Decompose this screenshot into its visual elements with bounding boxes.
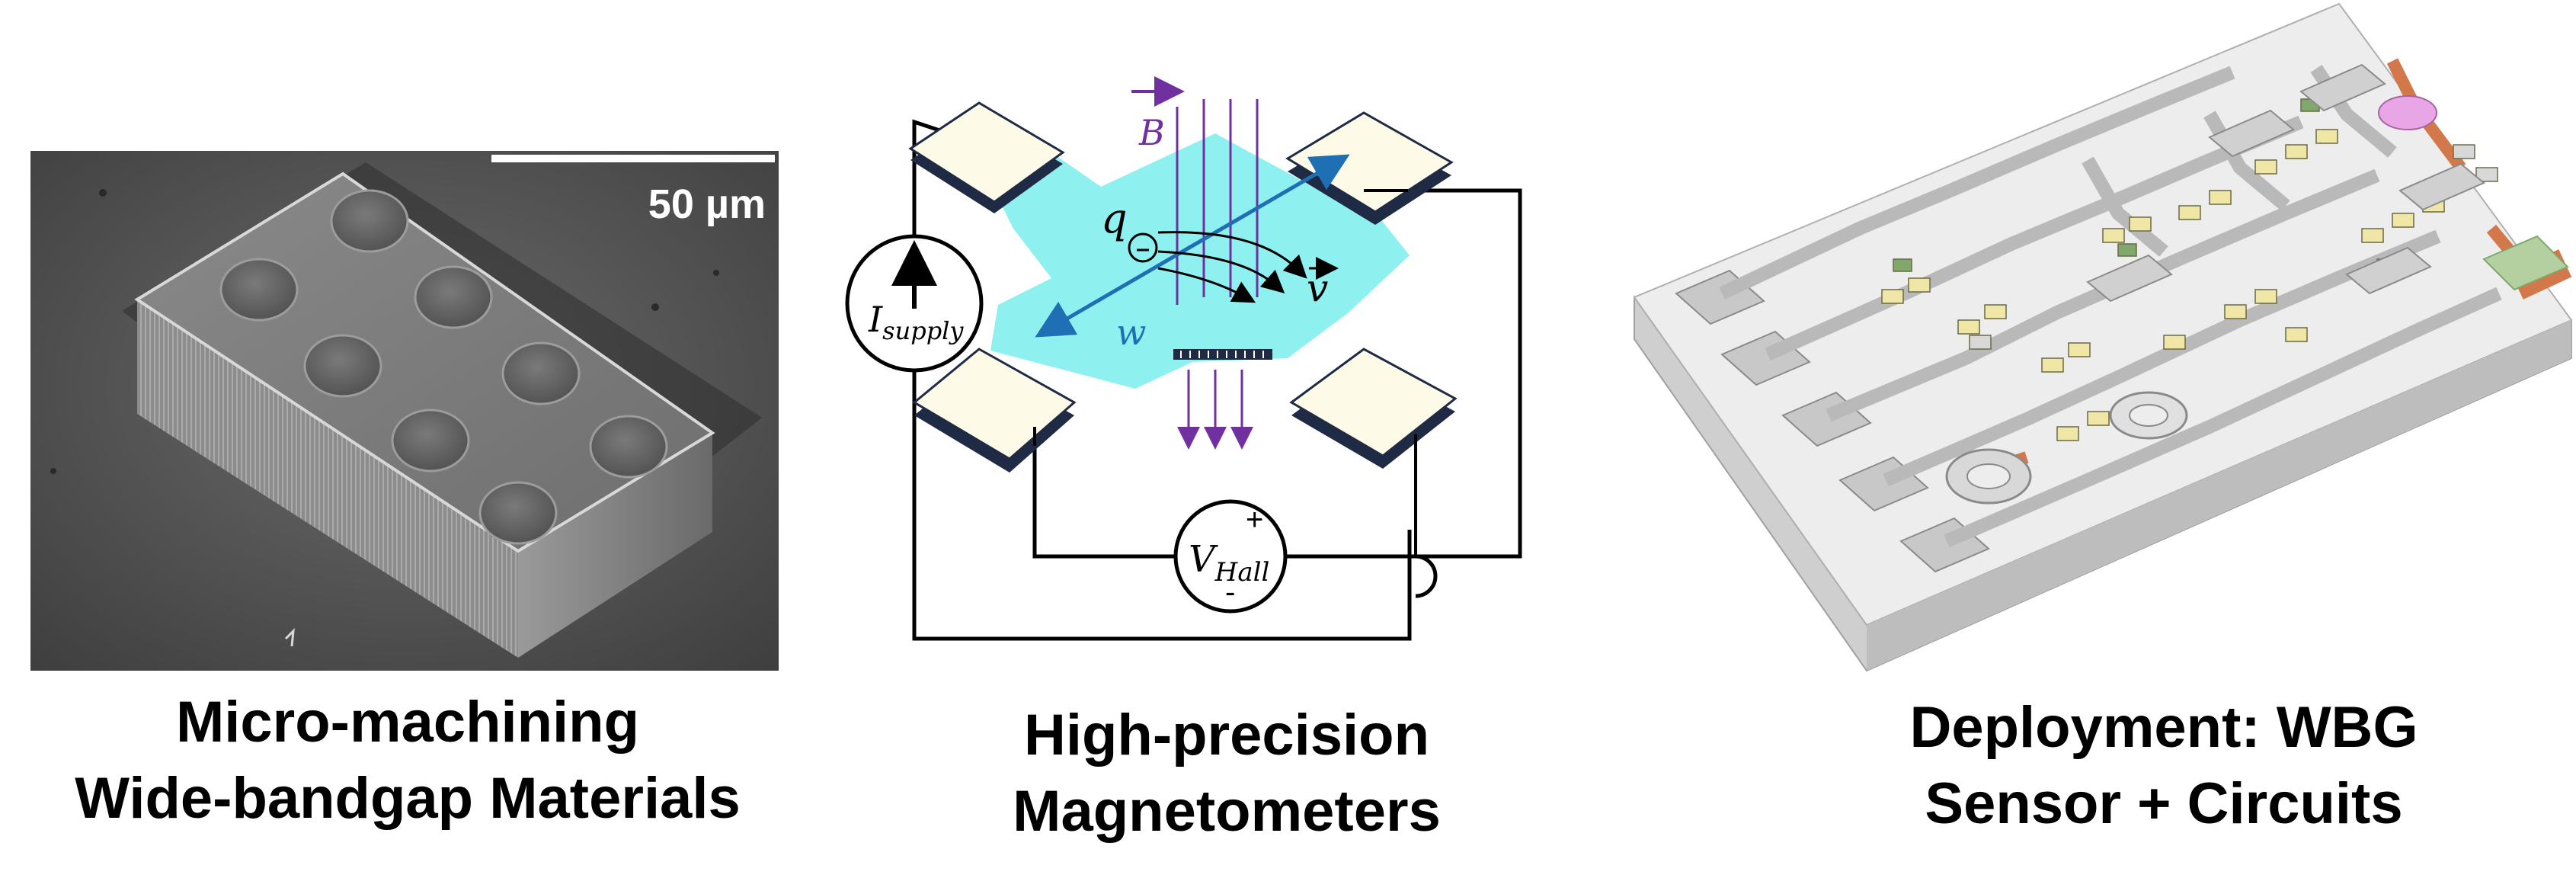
label-hall-voltage-sub: Hall [1214, 557, 1270, 588]
hall-voltmeter: + VHall - [1173, 499, 1288, 614]
caption-micromachining: Micro-machining Wide-bandgap Materials [0, 684, 815, 837]
raised-structures [2086, 63, 2485, 303]
caption-line-2: Magnetometers [1013, 779, 1441, 844]
label-velocity: v [1307, 266, 1328, 310]
scale-bar [491, 155, 775, 162]
caption-deployment: Deployment: WBG Sensor + Circuits [1752, 690, 2575, 842]
caption-line-2: Wide-bandgap Materials [75, 766, 741, 831]
scale-bar-label: 50 µm [648, 181, 766, 227]
label-hall-voltage: V [1189, 538, 1218, 581]
caption-magnetometer: High-precision Magnetometers [884, 697, 1570, 850]
block-pads [219, 189, 668, 545]
ring-structures [1945, 391, 2188, 505]
label-width: w [1116, 312, 1146, 353]
label-charge: q [1101, 194, 1128, 242]
label-supply-current-sub: supply [882, 316, 964, 345]
charge-accumulation [1173, 349, 1272, 360]
caption-line-1: High-precision [1023, 703, 1430, 767]
block-front-face [137, 300, 518, 658]
pad-bottom-right [1289, 348, 1458, 469]
caption-line-1: Micro-machining [175, 690, 640, 755]
label-b-field: B [1138, 112, 1165, 153]
current-source: Isupply [845, 234, 984, 373]
width-vector [1035, 154, 1350, 338]
label-minus: - [1225, 575, 1235, 609]
sensor-element [2378, 95, 2437, 130]
chip-render [1633, 2, 2573, 672]
panel-deployment [1630, 0, 2576, 678]
label-supply-current: I [868, 299, 883, 340]
charge-trajectories [1157, 231, 1307, 303]
svg-text:Isupply: Isupply [868, 299, 964, 345]
label-plus: + [1246, 503, 1263, 537]
hall-schematic: B w q v Isupply + VHall - [845, 76, 1522, 641]
caption-line-2: Sensor + Circuits [1925, 771, 2403, 836]
pad-top-left [908, 101, 1065, 213]
svg-text:VHall: VHall [1189, 538, 1269, 588]
panel-micromachining: 50 µm [30, 151, 779, 671]
charge-icon [1128, 232, 1158, 263]
sem-image: 50 µm [30, 151, 779, 671]
panel-magnetometer: B w q v Isupply + VHall - [830, 69, 1547, 663]
circuit-components [1881, 98, 2498, 441]
caption-line-1: Deployment: WBG [1909, 695, 2418, 760]
